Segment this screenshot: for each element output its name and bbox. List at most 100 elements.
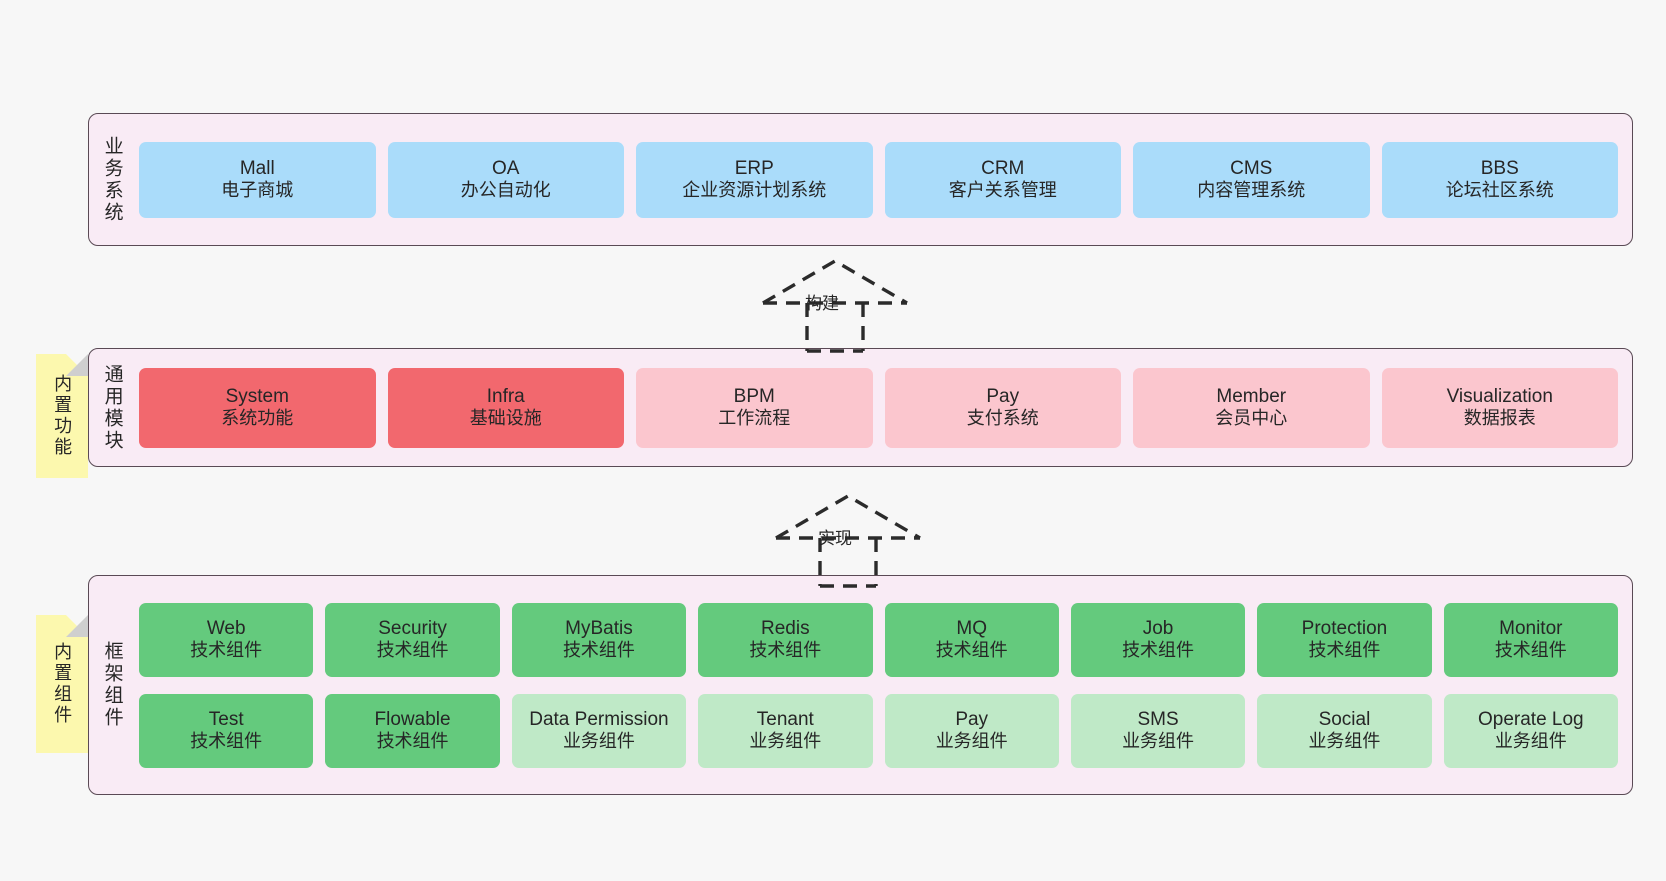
layer-common-modules-label: 通用模块	[101, 363, 123, 452]
node-title-cn: 工作流程	[718, 408, 791, 429]
node-title-en: SMS	[1137, 708, 1179, 730]
node-title-cn: 业务组件	[1308, 731, 1381, 752]
node-title-en: Member	[1216, 385, 1287, 407]
node-title-cn: 技术组件	[562, 640, 635, 661]
connector-implement: 实现	[768, 488, 928, 588]
node-title-en: Data Permission	[529, 708, 669, 730]
node-title-cn: 业务组件	[935, 731, 1008, 752]
node-title-en: Social	[1318, 708, 1371, 730]
node-title-cn: 内容管理系统	[1197, 180, 1306, 201]
node-title-cn: 办公自动化	[460, 180, 551, 201]
node-title-en: Visualization	[1446, 385, 1553, 407]
node-title-en: BPM	[733, 385, 775, 407]
node-title-en: Tenant	[756, 708, 814, 730]
node-title-cn: 基础设施	[469, 408, 542, 429]
note-builtin-components-text: 内置组件	[52, 642, 73, 726]
node-title-en: System	[225, 385, 289, 407]
node-title-en: Pay	[955, 708, 989, 730]
layer-business-system-label: 业务系统	[101, 135, 123, 224]
node-title-en: OA	[492, 157, 520, 179]
node-title-cn: 业务组件	[1122, 731, 1195, 752]
node-title-cn: 业务组件	[1494, 731, 1567, 752]
node-title-cn: 系统功能	[221, 408, 294, 429]
layer-framework-components-label: 框架组件	[101, 641, 123, 729]
node-title-en: BBS	[1480, 157, 1519, 179]
node-title-cn: 技术组件	[1122, 640, 1195, 661]
node-title-en: Test	[208, 708, 244, 730]
node-title-cn: 技术组件	[1308, 640, 1381, 661]
node-title-cn: 技术组件	[749, 640, 822, 661]
node-title-cn: 技术组件	[190, 640, 263, 661]
node-title-en: Web	[206, 617, 246, 639]
node-title-en: Flowable	[374, 708, 451, 730]
node-title-cn: 客户关系管理	[948, 180, 1057, 201]
node-title-cn: 技术组件	[1494, 640, 1567, 661]
connector-implement-label: 实现	[818, 529, 852, 548]
node-title-en: Security	[378, 617, 447, 639]
node-title-en: Redis	[761, 617, 810, 639]
node-title-en: Monitor	[1499, 617, 1563, 639]
note-builtin-components: 内置组件	[36, 615, 88, 753]
node-title-cn: 技术组件	[376, 731, 449, 752]
node-title-cn: 业务组件	[749, 731, 822, 752]
note-builtin-features-text: 内置功能	[52, 374, 73, 458]
node-title-cn: 业务组件	[562, 731, 635, 752]
node-title-cn: 企业资源计划系统	[682, 180, 827, 201]
node-title-cn: 技术组件	[190, 731, 263, 752]
node-title-en: CMS	[1230, 157, 1273, 179]
node-title-en: Mall	[239, 157, 275, 179]
connector-implement-arrow-icon	[775, 494, 921, 588]
node-title-en: Pay	[986, 385, 1020, 407]
node-title-cn: 技术组件	[935, 640, 1008, 661]
node-title-cn: 论坛社区系统	[1445, 180, 1554, 201]
node-title-cn: 会员中心	[1215, 408, 1288, 429]
node-title-en: Job	[1142, 617, 1174, 639]
node-title-en: ERP	[734, 157, 774, 179]
node-title-cn: 支付系统	[966, 408, 1039, 429]
node-title-en: CRM	[981, 157, 1025, 179]
node-title-cn: 数据报表	[1463, 408, 1536, 429]
node-title-en: Operate Log	[1477, 708, 1584, 730]
connector-build: 构建	[755, 253, 915, 353]
node-title-en: MQ	[956, 617, 987, 639]
